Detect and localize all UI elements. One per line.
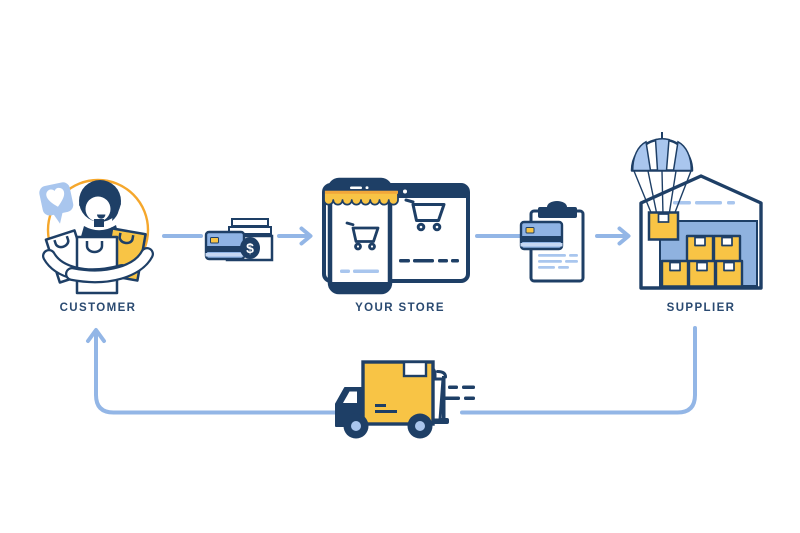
browser-text-dashes: [399, 259, 459, 263]
credit-card-icon: [519, 220, 564, 251]
dollar-badge: $: [240, 237, 260, 259]
order-text-lines: [538, 254, 578, 269]
crossed-arms: [42, 247, 154, 284]
phone-text-dashes: [340, 269, 379, 273]
wall-dashes: [673, 201, 735, 205]
speed-dashes: [443, 385, 475, 400]
arrow-payment-to-store-icon: [277, 226, 313, 246]
shopping-cart-icon: [345, 221, 380, 251]
warehouse-parachute-delivery-icon: [630, 132, 763, 290]
order-clipboard-card-icon: [519, 201, 585, 283]
smile: [97, 214, 106, 219]
arrow-order-to-supplier-icon: [595, 226, 631, 246]
return-loop-supplier-to-customer: [86, 326, 697, 415]
your-store-label: YOUR STORE: [355, 302, 445, 314]
delivery-truck-icon: [335, 360, 475, 439]
heart-icon: [46, 187, 65, 207]
credit-card-icon: [204, 230, 246, 261]
shroud-lines: [633, 170, 692, 216]
shopping-cart-icon: [404, 198, 446, 232]
payment-card-cash-icon: $: [204, 218, 274, 262]
stacked-boxes: [660, 234, 744, 288]
storefront-phone-and-browser-icon: [322, 177, 470, 295]
love-speech-bubble-icon: [39, 182, 74, 224]
truck-wheels: [343, 413, 433, 439]
customer-with-shopping-bags-icon: [39, 178, 154, 295]
phone: [327, 177, 393, 295]
parachute-package: [630, 132, 694, 241]
supplier-label: SUPPLIER: [666, 302, 736, 314]
store-awning: [323, 189, 399, 206]
customer-label: CUSTOMER: [59, 302, 137, 314]
currency-symbol: $: [246, 240, 254, 256]
browser-dot: [403, 189, 407, 194]
